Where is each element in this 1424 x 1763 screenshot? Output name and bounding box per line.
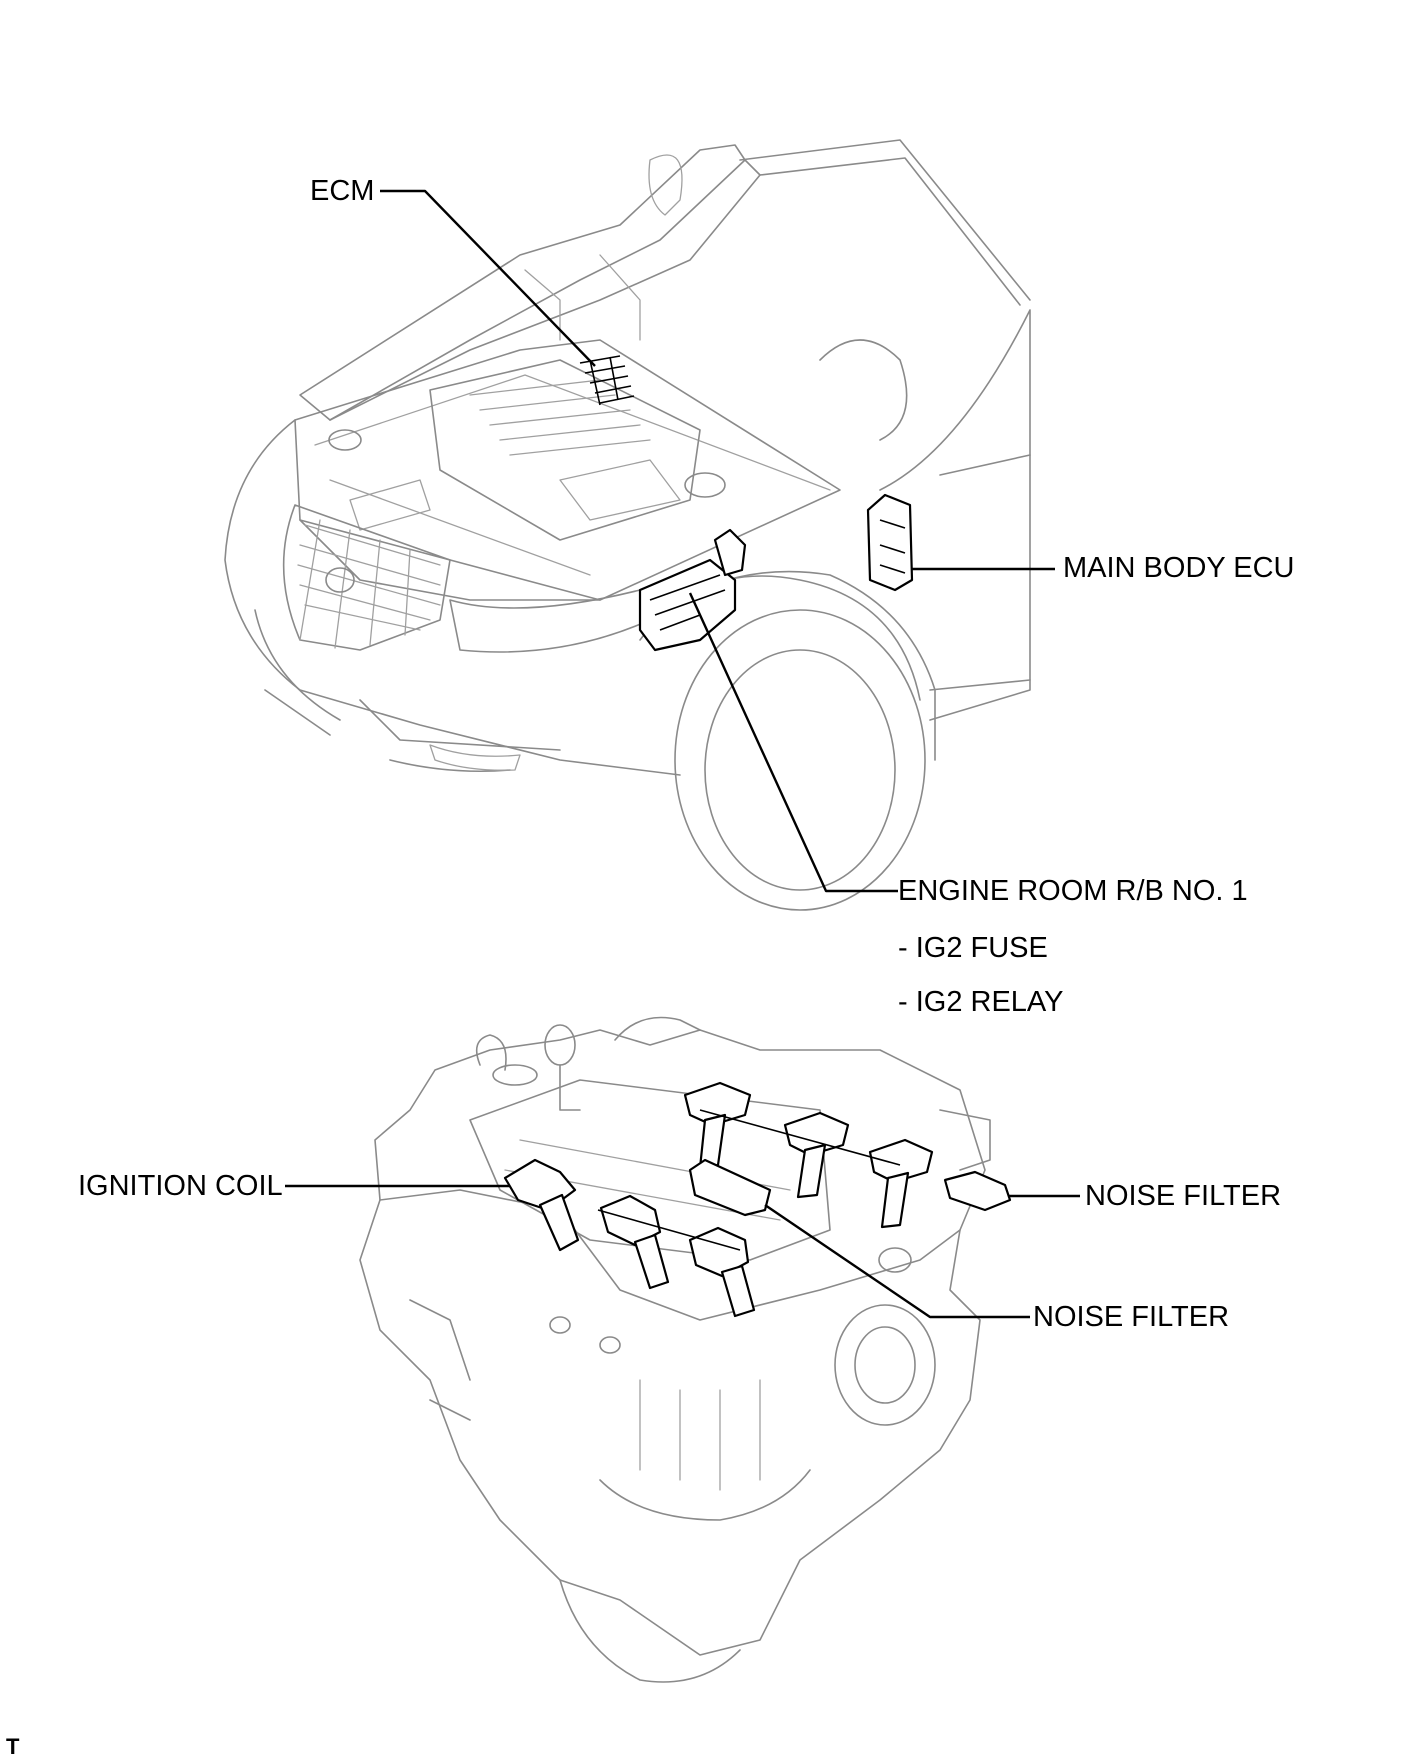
main-body-ecu-label: MAIN BODY ECU: [1063, 552, 1295, 584]
engine-illustration: [359, 1016, 991, 1683]
ig2-fuse-label: - IG2 FUSE: [898, 932, 1048, 964]
noise-filter-right-label: NOISE FILTER: [1085, 1180, 1282, 1212]
ignition-coils-part: [503, 1081, 934, 1318]
engine-room-rb-leader-line: [688, 592, 898, 893]
ignition-coil-label: IGNITION COIL: [78, 1170, 283, 1202]
ig2-relay-label: - IG2 RELAY: [898, 986, 1064, 1018]
noise-filter-center-leader-line: [764, 1204, 1030, 1319]
noise-filter-center-label: NOISE FILTER: [1033, 1301, 1230, 1333]
noise-filter-right-part: [943, 1170, 1012, 1212]
noise-filter-center-part: [688, 1158, 772, 1217]
main-body-ecu-part: [866, 493, 914, 592]
engine-room-relay-block-part: [638, 528, 747, 652]
engine-room-rb-label: ENGINE ROOM R/B NO. 1: [898, 875, 1248, 907]
ecm-leader-line: [380, 189, 596, 367]
corner-mark: T: [6, 1734, 20, 1759]
ecm-part: [579, 355, 635, 406]
ecm-label: ECM: [310, 175, 375, 207]
